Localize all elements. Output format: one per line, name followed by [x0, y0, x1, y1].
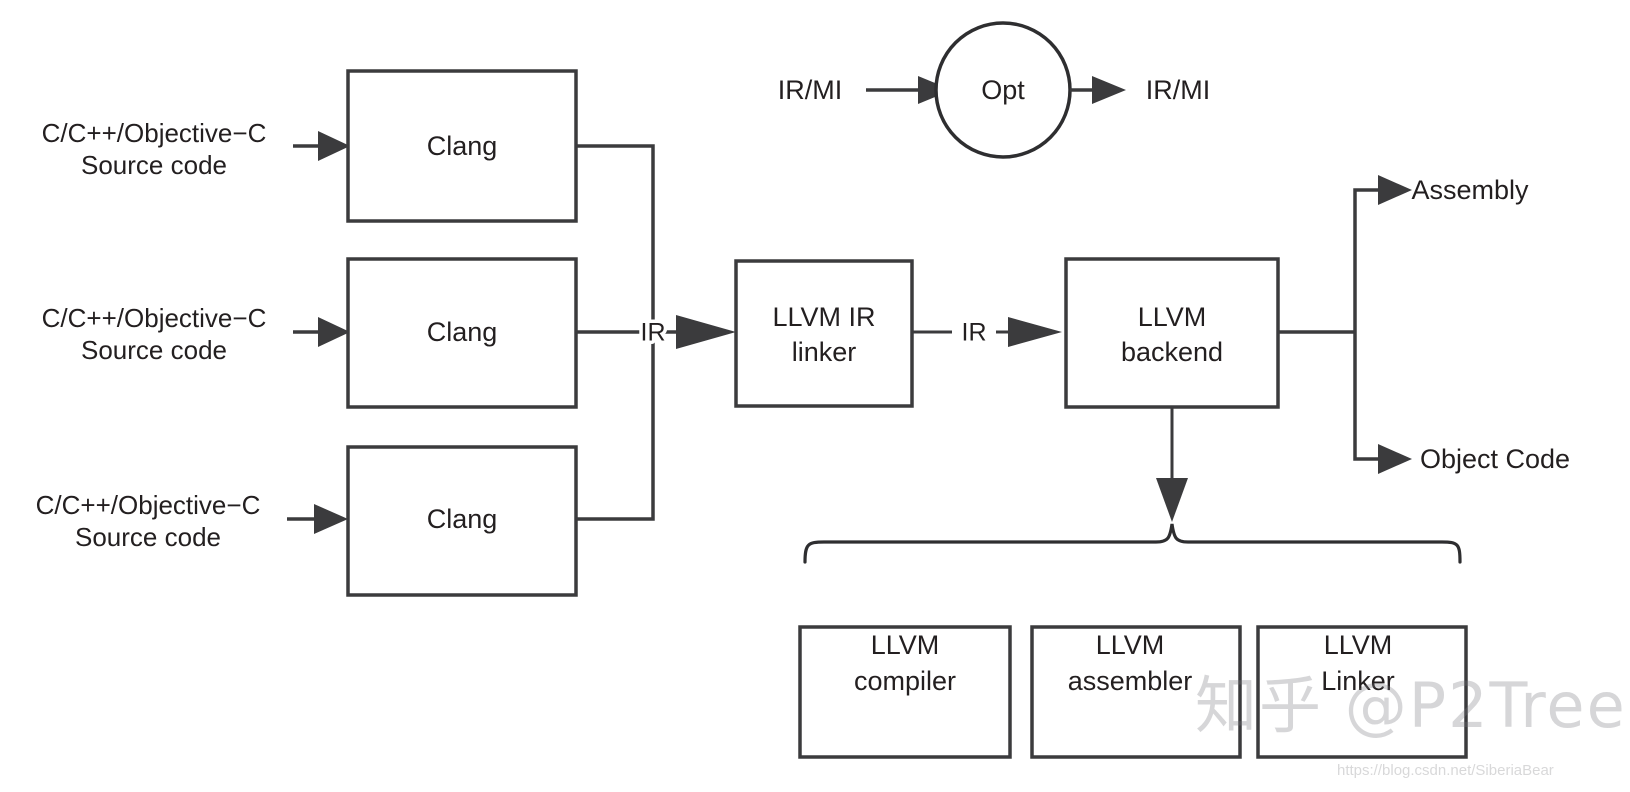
source-label-3-line2: Source code — [75, 522, 221, 552]
clang-box-3-label: Clang — [427, 504, 498, 534]
llvm-assembler-label-line1: LLVM — [1096, 630, 1165, 660]
clang-box-2[interactable] — [346, 257, 578, 409]
backend-outputs-group: Assembly Object Code — [1278, 175, 1570, 474]
ir-backend-label: IR — [962, 319, 987, 347]
opt-input-label: IR/MI — [778, 75, 843, 105]
assembly-arrowhead — [1378, 175, 1412, 205]
llvm-compiler-box[interactable] — [798, 625, 1012, 759]
opt-output-label: IR/MI — [1146, 75, 1211, 105]
object-code-branch-edge — [1353, 332, 1390, 461]
linker-to-backend: IR — [912, 317, 1062, 347]
backend-to-tools-group — [803, 407, 1462, 564]
llvm-linker-label-line1: LLVM — [1324, 630, 1393, 660]
llvm-backend-label-line1: LLVM — [1138, 302, 1207, 332]
assembly-branch-edge — [1353, 188, 1390, 332]
llvm-backend-label-line2: backend — [1121, 337, 1223, 367]
llvm-compiler-label-line2: compiler — [854, 666, 956, 696]
llvm-linker-box[interactable] — [1256, 625, 1468, 759]
tools-brace — [803, 523, 1462, 564]
ir-bus-to-linker: IR — [637, 315, 736, 350]
tool-boxes-group: LLVM compiler LLVM assembler LLVM Linker — [798, 625, 1468, 759]
clang-boxes-group: Clang Clang Clang — [346, 69, 578, 597]
llvm-ir-linker-label-line2: linker — [792, 337, 857, 367]
ir-backend-arrowhead — [1008, 317, 1062, 347]
source-label-2-line2: Source code — [81, 335, 227, 365]
backend-to-brace-arrowhead — [1156, 478, 1188, 522]
clang-1-to-bus — [576, 144, 655, 332]
llvm-assembler-box[interactable] — [1030, 625, 1242, 759]
object-code-arrowhead — [1378, 444, 1412, 474]
source-label-1-line1: C/C++/Objective−C — [42, 118, 267, 148]
opt-label: Opt — [981, 75, 1025, 105]
opt-group: Opt IR/MI IR/MI — [778, 21, 1211, 159]
clang-box-1-label: Clang — [427, 131, 498, 161]
llvm-ir-linker-box[interactable] — [734, 259, 914, 408]
assembly-label: Assembly — [1411, 175, 1529, 205]
llvm-backend-box[interactable] — [1064, 257, 1280, 409]
llvm-linker-label-line2: Linker — [1321, 666, 1395, 696]
source-label-2-line1: C/C++/Objective−C — [42, 303, 267, 333]
source-to-clang-arrows — [287, 131, 350, 534]
clang-box-2-label: Clang — [427, 317, 498, 347]
source-label-3-line1: C/C++/Objective−C — [36, 490, 261, 520]
clang-box-3[interactable] — [346, 445, 578, 597]
llvm-ir-linker-group: LLVM IR linker — [734, 259, 914, 408]
source-1-arrowhead — [318, 131, 350, 161]
object-code-label: Object Code — [1420, 444, 1570, 474]
llvm-compiler-label-line1: LLVM — [871, 630, 940, 660]
source-2-arrowhead — [318, 317, 350, 347]
clang-to-ir-bus — [576, 144, 655, 521]
opt-output-arrowhead — [1092, 76, 1126, 104]
llvm-backend-group: LLVM backend — [1064, 257, 1280, 409]
ir-merge-arrowhead — [676, 315, 736, 349]
clang-3-to-bus — [576, 332, 655, 521]
llvm-ir-linker-label-line1: LLVM IR — [772, 302, 875, 332]
llvm-assembler-label-line2: assembler — [1068, 666, 1193, 696]
ir-merge-label: IR — [641, 319, 666, 347]
source-3-arrowhead — [314, 504, 348, 534]
source-labels-group: C/C++/Objective−C Source code C/C++/Obje… — [36, 118, 267, 552]
source-label-1-line2: Source code — [81, 150, 227, 180]
